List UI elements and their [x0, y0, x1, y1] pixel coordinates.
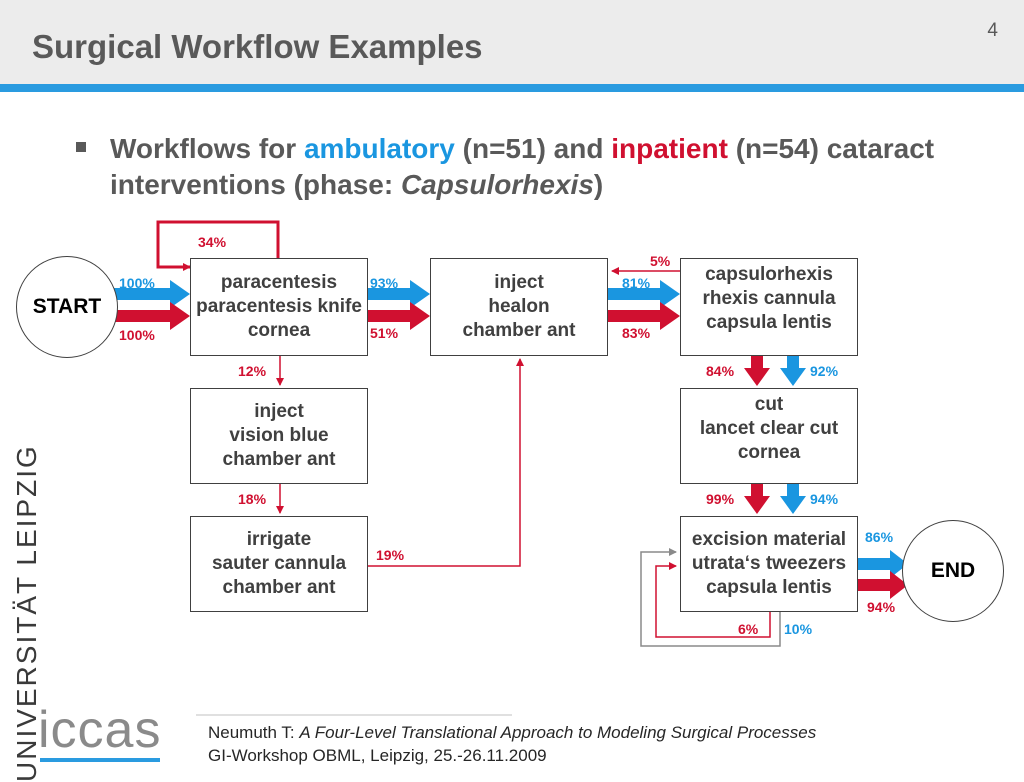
pct-excision-end-inp: 94% [867, 599, 896, 615]
pct-cut-excision-amb: 94% [810, 491, 839, 507]
citation-author: Neumuth T: [208, 723, 300, 742]
bullet-ambulatory-n: (n=51) and [454, 133, 612, 164]
arrow-excision-end-amb [858, 550, 908, 578]
loop-excision-amb [640, 548, 781, 647]
end-node: END [902, 520, 1004, 622]
arrow-cut-excision-inp [744, 484, 770, 514]
loop-paracentesis-inp [156, 220, 280, 271]
citation-venue: GI-Workshop OBML, Leipzig, 25.-26.11.200… [208, 746, 547, 765]
pct-capsulorhexis-cut-inp: 84% [706, 363, 735, 379]
node-line: vision blue [229, 425, 329, 446]
arrow-start-paracentesis-amb [110, 280, 190, 308]
node-line: excision material [691, 529, 847, 550]
node-line: capsula lentis [706, 577, 832, 598]
pct-excision-self-loop-amb: 10% [784, 621, 813, 637]
pct-start-paracentesis-amb: 100% [119, 275, 155, 291]
bullet-prefix: Workflows for [110, 133, 304, 164]
node-irrigate: irrigate sauter cannula chamber ant [190, 516, 368, 612]
node-inject-vision-blue: inject vision blue chamber ant [190, 388, 368, 484]
arrow-healon-capsulorhexis-inp [608, 302, 680, 330]
bullet-text: Workflows for ambulatory (n=51) and inpa… [110, 131, 990, 203]
node-capsulorhexis: capsulorhexis rhexis cannula capsula len… [680, 258, 858, 356]
pct-paracentesis-healon-amb: 93% [370, 275, 399, 291]
loop-excision-inp [655, 562, 771, 638]
node-line: utrata‘s tweezers [691, 553, 847, 574]
pct-healon-capsulorhexis-inp: 83% [622, 325, 651, 341]
arrow-capsulorhexis-cut-inp [744, 356, 770, 386]
node-line: paracentesis [220, 272, 338, 293]
arrow-capsulorhexis-cut-amb [780, 356, 806, 386]
arrow-start-paracentesis-inp [110, 302, 190, 330]
bullet-square-icon [76, 142, 86, 152]
pct-paracentesis-visionblue-inp: 12% [238, 363, 267, 379]
pct-visionblue-irrigate-inp: 18% [238, 491, 267, 507]
citation-line-1: Neumuth T: A Four-Level Translational Ap… [208, 721, 816, 744]
node-line: inject [494, 272, 544, 293]
bullet-inpatient: inpatient [611, 133, 728, 164]
bullet-suffix: ) [593, 169, 604, 200]
node-line: cornea [737, 442, 801, 463]
footer-citation: Neumuth T: A Four-Level Translational Ap… [208, 721, 816, 767]
pct-cut-excision-inp: 99% [706, 491, 735, 507]
node-line: capsula lentis [706, 312, 832, 333]
pct-healon-capsulorhexis-amb: 81% [622, 275, 651, 291]
page-number: 4 [987, 20, 998, 41]
arrow-paracentesis-healon-amb [368, 280, 430, 308]
citation-title: A Four-Level Translational Approach to M… [299, 723, 817, 742]
node-excision: excision material utrata‘s tweezers caps… [680, 516, 858, 612]
node-paracentesis: paracentesis paracentesis knife cornea [190, 258, 368, 356]
arrow-paracentesis-healon-inp [368, 302, 430, 330]
bullet-ambulatory: ambulatory [303, 133, 455, 164]
node-line: inject [254, 401, 304, 422]
node-line: sauter cannula [211, 553, 347, 574]
node-line: paracentesis knife [196, 296, 362, 317]
arrow-cut-excision-amb [780, 484, 806, 514]
arrow-irrigate-healon-inp [368, 358, 524, 567]
bullet-phase: Capsulorhexis [400, 169, 594, 200]
end-label: END [930, 559, 976, 582]
node-line: cornea [247, 320, 311, 341]
pct-start-paracentesis-inp: 100% [119, 327, 155, 343]
header-rule [0, 84, 1024, 92]
node-line: capsulorhexis [705, 264, 833, 285]
pct-capsulorhexis-cut-amb: 92% [810, 363, 839, 379]
node-line: lancet clear cut [699, 418, 839, 439]
slide-title: Surgical Workflow Examples [32, 28, 483, 65]
iccas-logo: iccas [38, 701, 162, 759]
pct-excision-self-loop-inp: 6% [738, 621, 759, 637]
bullet-inpatient-n: (n=54) cataract interventions (phase: [110, 133, 935, 200]
header-band [0, 0, 1024, 84]
logo-underline [40, 758, 160, 762]
node-line: rhexis cannula [702, 288, 836, 309]
node-line: chamber ant [222, 449, 336, 470]
pct-paracentesis-self-loop-inp: 34% [198, 234, 227, 250]
pct-capsulorhexis-back-inp: 5% [650, 253, 671, 269]
pct-excision-end-amb: 86% [865, 529, 894, 545]
start-node: START [16, 256, 118, 358]
start-label: START [32, 295, 102, 318]
pct-irrigate-healon-inp: 19% [376, 547, 405, 563]
footer-separator [196, 714, 512, 716]
node-line: chamber ant [462, 320, 576, 341]
arrow-healon-capsulorhexis-amb [608, 280, 680, 308]
node-inject-healon: inject healon chamber ant [430, 258, 608, 356]
arrow-excision-end-inp [858, 571, 908, 599]
pct-paracentesis-healon-inp: 51% [370, 325, 399, 341]
node-cut: cut lancet clear cut cornea [680, 388, 858, 484]
node-line: cut [754, 394, 784, 415]
node-line: healon [488, 296, 550, 317]
node-line: chamber ant [222, 577, 336, 598]
node-line: irrigate [246, 529, 312, 550]
